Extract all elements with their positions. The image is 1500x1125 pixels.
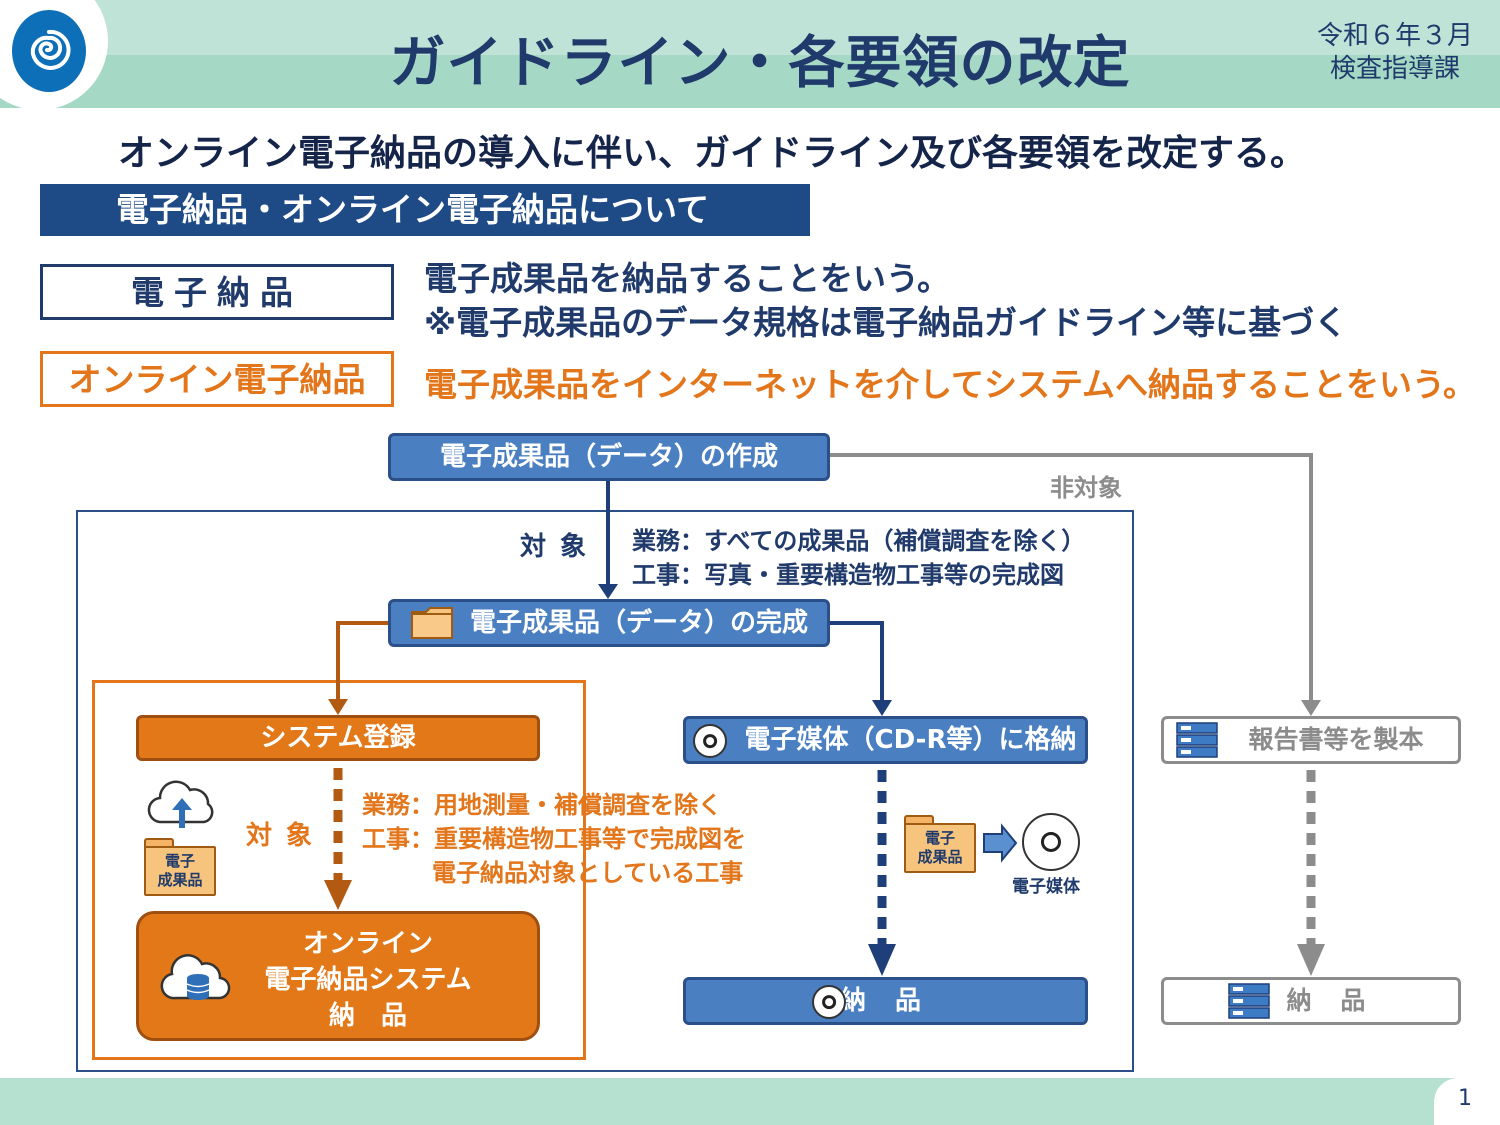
node-system-register: システム登録 [136,715,540,761]
node-create-data: 電子成果品（データ）の作成 [388,433,830,481]
page-number: 1 [1458,1086,1472,1111]
section-title: 電子納品・オンライン電子納品について [40,184,810,236]
definition-electronic-delivery: 電子成果品を納品することをいう。 [424,259,951,298]
node-media-deliver: 納 品 [683,977,1088,1025]
target-scope-gyomu: 業務：すべての成果品（補償調査を除く） [632,527,1086,555]
disc-icon-large [1022,813,1080,871]
folder-tab [144,838,174,848]
target-scope: 業務：すべての成果品（補償調査を除く） 工事：写真・重要構造物工事等の完成図 [632,524,1085,592]
label-media: 電子媒体 [1012,877,1080,897]
arrow-create-to-report [830,453,1313,702]
online-scope: 業務：用地測量・補償調査を除く 工事：重要構造物工事等で完成図を 電子納品対象と… [362,788,746,890]
arrow-complete-to-media [830,621,884,701]
online-scope-gyomu: 業務：用地測量・補償調査を除く [362,791,722,819]
node-paper-deliver: 納 品 [1161,977,1461,1025]
logo-icon [12,10,86,92]
label-non-target: 非対象 [1050,474,1122,502]
swirl-icon [30,29,71,70]
lead-statement: オンライン電子納品の導入に伴い、ガイドライン及び各要領を改定する。 [118,133,1307,174]
target-frame [76,510,1134,1072]
label-online-target: 対象 [246,821,327,851]
folder-label-media: 電子 成果品 [904,823,976,873]
arrow-complete-to-system [336,621,388,700]
node-complete-data: 電子成果品（データ）の完成 [388,599,830,647]
arrowhead-paper-deliver [1297,944,1325,976]
node-complete-label: 電子成果品（データ）の完成 [469,608,808,638]
term-online-delivery: オンライン電子納品 [40,351,394,407]
disc-icon [693,724,727,758]
definition-online-delivery: 電子成果品をインターネットを介してシステムへ納品することをいう。 [424,365,1477,404]
node-media-store: 電子媒体（CD-R等）に格納 [683,716,1088,764]
online-scope-koji: 工事：重要構造物工事等で完成図を [362,825,746,853]
server-stack-icon-deliver [1228,983,1270,1019]
arrow-folder-to-disc [983,823,1018,863]
arrowhead-complete [598,584,618,599]
folder-label: 電子 成果品 [144,846,216,896]
cloud-database-icon [160,954,231,1000]
date-block: 令和６年３月 検査指導課 [1300,20,1490,86]
date-text: 令和６年３月 [1316,21,1473,51]
folder-media-line2: 成果品 [917,848,963,866]
folder-media-line1: 電子 [924,829,955,847]
arrowhead-report [1301,700,1321,716]
definition-note: ※電子成果品のデータ規格は電子納品ガイドライン等に基づく [424,303,1348,342]
folder-icon [411,607,453,639]
arrowhead-online [324,880,352,910]
header-band-stripe [0,55,1500,108]
online-system-line3: 納 品 [328,1001,407,1031]
online-system-line2: 電子納品システム [264,965,472,995]
page-number-tab [1434,1078,1500,1125]
page-title: ガイドライン・各要領の改定 [389,31,1131,96]
label-target: 対象 [520,532,601,562]
folder-icon-online: 電子 成果品 [144,838,216,896]
online-scope-koji-cont: 電子納品対象としている工事 [432,859,744,887]
server-stack-icon [1176,722,1218,758]
online-system-line1: オンライン [302,929,433,959]
footer-band [0,1078,1500,1125]
target-scope-koji: 工事：写真・重要構造物工事等の完成図 [632,561,1064,589]
arrowhead-deliver [868,944,896,976]
folder-tab-media [904,815,934,825]
folder-icon-media: 電子 成果品 [904,815,976,873]
arrowhead-media [872,700,892,716]
folder-label-line1: 電子 [164,852,195,870]
folder-label-line2: 成果品 [157,871,203,889]
term-electronic-delivery: 電子納品 [40,264,394,320]
arrowhead-system [328,699,348,715]
cloud-upload-icon [147,780,214,828]
disc-icon-deliver [812,985,846,1019]
department-text: 検査指導課 [1329,54,1460,84]
